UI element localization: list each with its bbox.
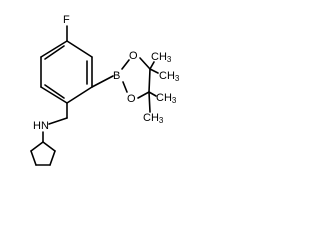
methyl-lower-label: CH3 [156,92,177,105]
boron-label: B [113,70,120,82]
methyl-side-label: CH3 [159,70,180,83]
cyclopentyl-bond [42,141,56,152]
oxygen-lower-carbon-bond [137,91,150,99]
methyl-lower-bond [148,91,157,97]
cyclopentyl-bond [30,150,37,166]
ring-bond [40,86,68,104]
ring-bond [40,40,68,58]
methyl-bottom-label: CH3 [143,112,164,125]
methyl-bottom-bond [148,91,151,113]
ring-double-bond [44,84,65,99]
ring-bond [66,86,93,104]
benzene-ring [40,40,93,104]
aryl-boron-bond [91,75,114,88]
oxygen-upper-carbon-bond [139,57,151,70]
methylene-nitrogen-bond [48,117,68,125]
amine-label: HN [33,120,49,132]
boron-oxygen-upper-bond [121,59,130,70]
cyclopentyl-bond [49,150,56,166]
pinacol-carbon-bond [148,68,151,93]
oxygen-lower-label: O [127,93,136,105]
ring-double-bond [44,45,65,60]
cyclopentyl-ring [30,141,56,166]
ring-bond [66,40,93,58]
oxygen-upper-label: O [129,50,138,62]
cyclopentyl-bond [30,141,44,152]
boron-oxygen-lower-bond [122,81,128,93]
methyl-side-bond [149,68,159,74]
fluorine-label: F [63,14,70,26]
molecule-structure: F B O O CH3 CH3 CH3 CH3 HN [30,14,180,166]
methyl-upper-bond [149,61,155,70]
methyl-upper-label: CH3 [151,51,172,64]
